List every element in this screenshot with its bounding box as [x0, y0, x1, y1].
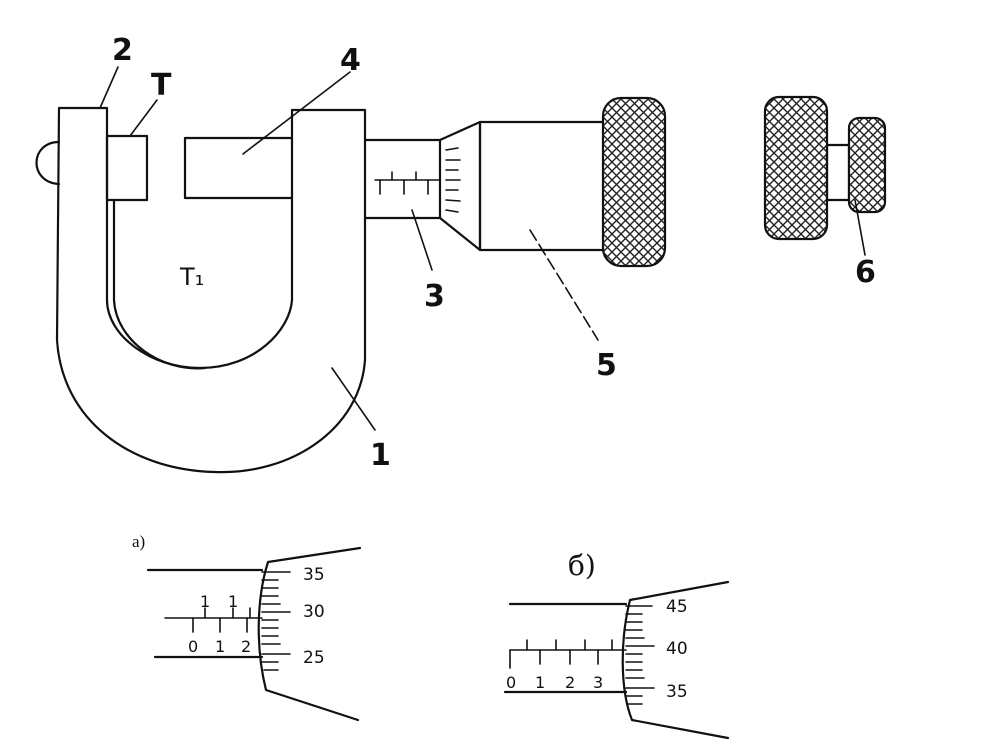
- thimble-b-tick-40: 40: [666, 639, 688, 659]
- thimble-b-tick-45: 45: [666, 597, 688, 617]
- callout-anvil: 2: [112, 33, 133, 68]
- callout-spindle: 4: [340, 43, 361, 78]
- callout-frame: 1: [370, 438, 391, 473]
- reading-example-a: а) 1 1 0 1 2: [132, 532, 362, 722]
- sleeve-b-lower-tick-0: 0: [506, 673, 516, 692]
- thimble-a-tick-35: 35: [303, 565, 325, 585]
- sleeve-b-lower-tick-3: 3: [593, 673, 603, 692]
- sleeve-b-lower-tick-2: 2: [565, 673, 575, 692]
- micrometer-drawing: 2 T 4 T₁ 3 5 1 6: [35, 33, 887, 474]
- frame-inner: [112, 198, 207, 370]
- callout-thimble: 5: [596, 348, 617, 383]
- subfigure-b-label: б): [568, 549, 596, 582]
- callout-point-t1: T₁: [179, 263, 204, 291]
- thimble-b-outline: [621, 580, 730, 740]
- thimble-cone: [438, 120, 482, 252]
- knurled-knob: [601, 96, 667, 268]
- subfigure-a-label: а): [132, 532, 145, 551]
- sleeve-b-outline: [503, 602, 628, 694]
- ratchet-assembly: [763, 95, 887, 241]
- ratchet-large-knob: [763, 95, 829, 241]
- sleeve-a-lower-tick-2: 2: [241, 637, 251, 656]
- sleeve-a-upper-tick-2: 1: [228, 592, 238, 611]
- thimble-a-tick-25: 25: [303, 648, 325, 668]
- anvil-nub: [35, 140, 61, 186]
- leader-lines: [99, 66, 866, 431]
- sleeve-b-lower-tick-1: 1: [535, 673, 545, 692]
- thimble-b-tick-35: 35: [666, 682, 688, 702]
- reading-example-b: б) 0 1 2 3: [503, 549, 730, 740]
- spindle: [183, 136, 294, 200]
- thimble-a-tick-30: 30: [303, 602, 325, 622]
- sleeve-a-outline: [146, 568, 264, 659]
- ratchet-small-knob: [847, 116, 887, 214]
- callout-stem: 3: [424, 279, 445, 314]
- anvil-face: [105, 134, 149, 202]
- thimble-cone-graduations: [445, 147, 461, 213]
- callout-ratchet: 6: [855, 255, 876, 290]
- callout-point-t: T: [151, 68, 172, 103]
- thimble: [478, 120, 607, 252]
- sleeve-a-lower-tick-1: 1: [215, 637, 225, 656]
- thimble-b-graduations: [625, 605, 655, 705]
- sleeve-a-upper-tick-1: 1: [200, 592, 210, 611]
- ratchet-neck: [825, 143, 851, 202]
- sleeve-a-lower-tick-0: 0: [188, 637, 198, 656]
- stem-scale: [374, 171, 441, 195]
- frame-outer: [55, 106, 367, 474]
- thimble-a-graduations: [261, 571, 291, 671]
- stem: [363, 138, 442, 220]
- thimble-a-outline: [257, 546, 362, 722]
